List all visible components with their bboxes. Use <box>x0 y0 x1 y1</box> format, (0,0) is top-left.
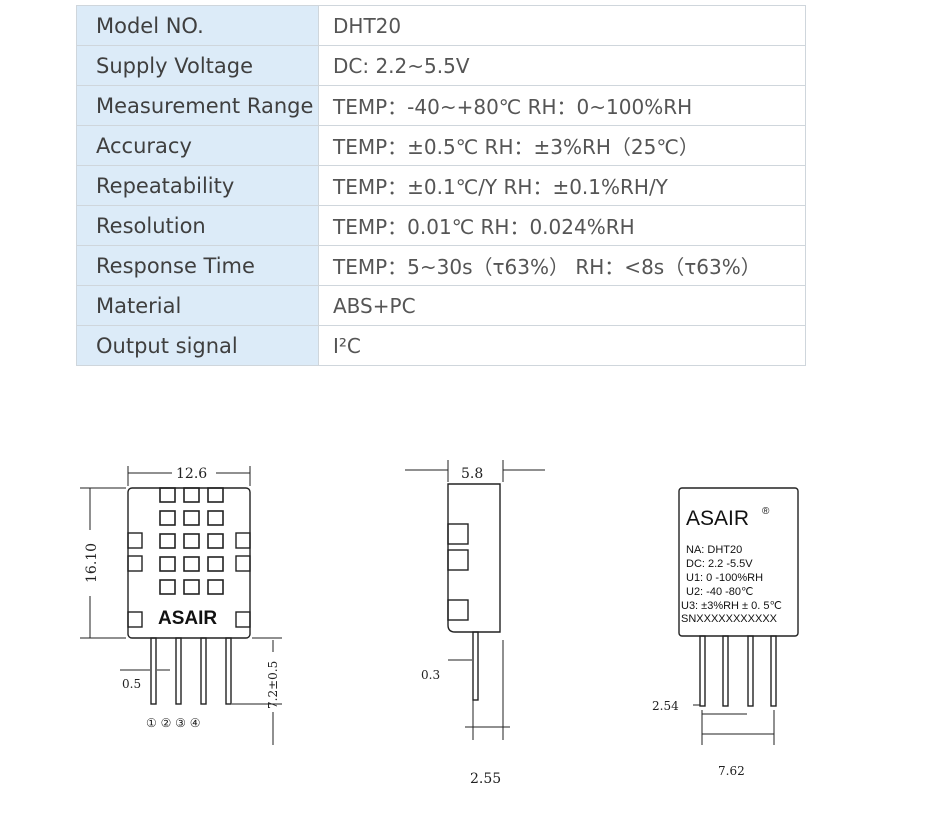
back-label-line: U3: ±3%RH ± 0. 5℃ <box>681 600 782 612</box>
side-view <box>405 460 545 740</box>
back-label-lines: NA: DHT20 DC: 2.2 -5.5V U1: 0 -100%RH U2… <box>681 544 782 625</box>
back-label-line: DC: 2.2 -5.5V <box>686 558 753 570</box>
side-bottom-dim: 2.55 <box>470 771 501 787</box>
back-pitch-dim: 2.54 <box>652 699 679 713</box>
back-view <box>678 487 799 745</box>
spec-value: I²C <box>318 325 806 366</box>
front-pin-length-dim: 7.2±0.5 <box>266 661 280 709</box>
front-width-dim: 12.6 <box>176 466 207 482</box>
spec-label: Material <box>76 285 319 326</box>
front-height-dim: 16.10 <box>84 543 100 583</box>
back-label-line: NA: DHT20 <box>686 544 742 556</box>
spec-label: Supply Voltage <box>76 45 319 86</box>
side-pin-thickness-dim: 0.3 <box>421 668 440 682</box>
spec-value: ABS+PC <box>318 285 806 326</box>
back-label-line: U1: 0 -100%RH <box>686 572 763 584</box>
spec-value: TEMP：±0.1℃/Y RH：±0.1%RH/Y <box>318 165 806 206</box>
side-depth-dim: 5.8 <box>461 466 483 482</box>
back-registered-mark: ® <box>762 506 770 517</box>
spec-label: Response Time <box>76 245 319 286</box>
back-logo: ASAIR <box>686 507 749 530</box>
spec-value: TEMP：5~30s（τ63%） RH：<8s（τ63%） <box>318 245 806 286</box>
front-view <box>80 466 282 745</box>
back-label-line: SNXXXXXXXXXXX <box>681 613 778 625</box>
back-span-dim: 7.62 <box>718 764 745 778</box>
spec-value: TEMP：-40~+80℃ RH：0~100%RH <box>318 85 806 126</box>
back-label-line: U2: -40 -80℃ <box>686 586 753 598</box>
spec-label: Resolution <box>76 205 319 246</box>
spec-label: Output signal <box>76 325 319 366</box>
front-logo: ASAIR <box>158 608 217 629</box>
spec-label: Model NO. <box>76 5 319 46</box>
spec-label: Accuracy <box>76 125 319 166</box>
front-pin-width-dim: 0.5 <box>122 677 141 691</box>
front-pin-numbers: ① ② ③ ④ <box>146 716 200 730</box>
spec-value: TEMP：0.01℃ RH：0.024%RH <box>318 205 806 246</box>
